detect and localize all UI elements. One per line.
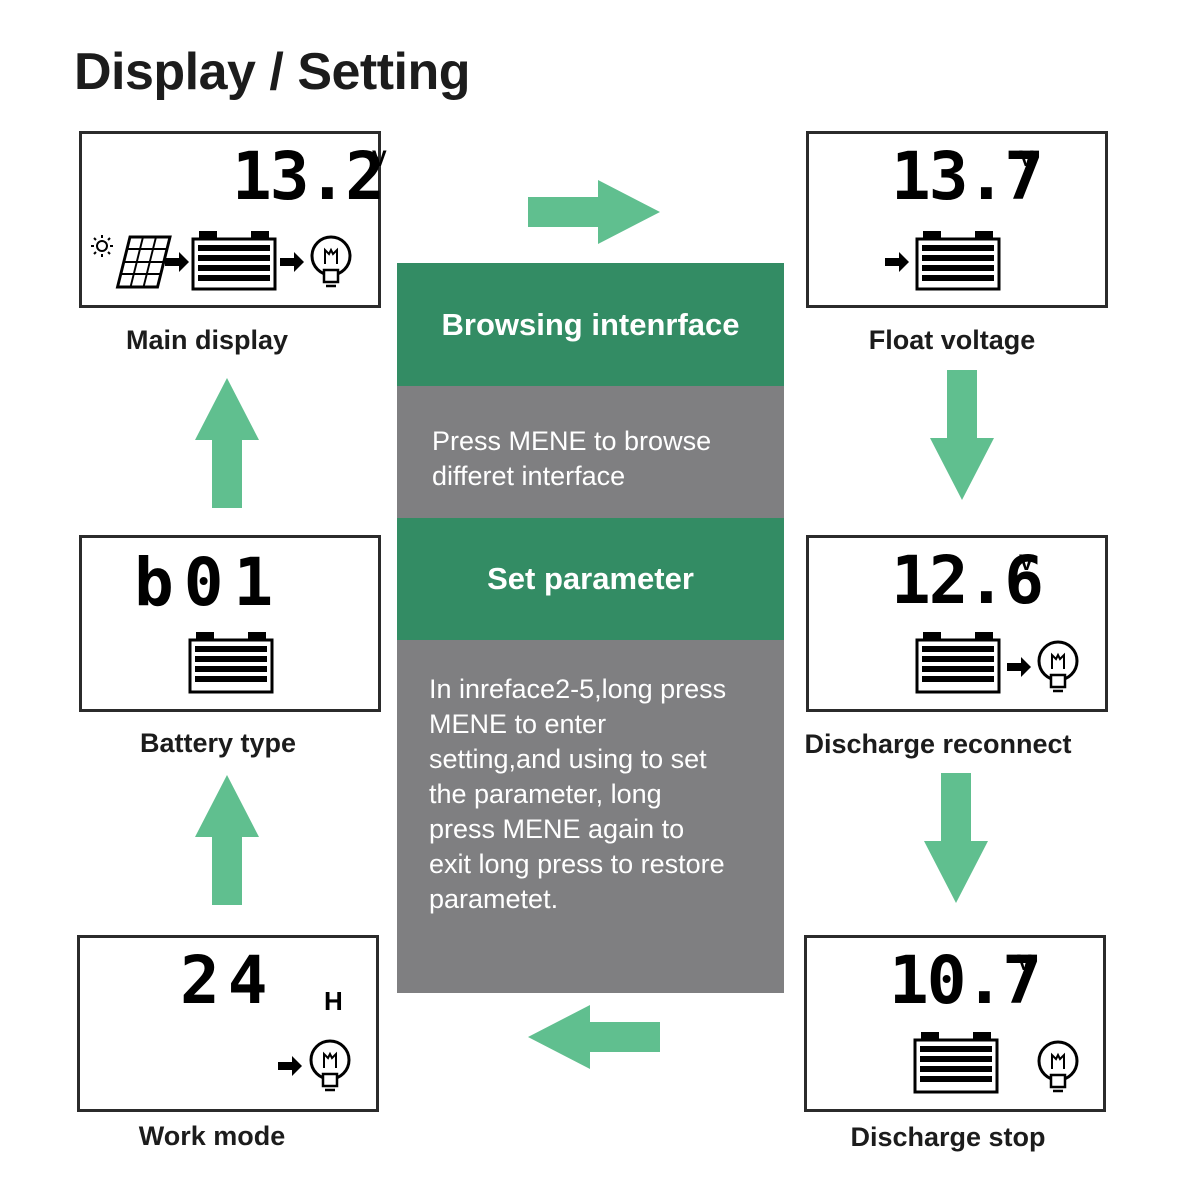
arrow-icon (1007, 657, 1031, 677)
arrow-icon (278, 1056, 302, 1076)
solar-panel-icon (115, 235, 172, 289)
lcd-unit-main: V (372, 146, 387, 171)
browsing-panel-body: Press MENE to browse differet interface (397, 386, 784, 518)
arrow-up-icon (195, 378, 259, 508)
lcd-value-work-mode: 24 (180, 942, 276, 1019)
bulb-icon (1037, 640, 1079, 693)
lcd-unit-float: V (1019, 146, 1034, 171)
lcd-value-reconnect: 12.6 (891, 542, 1044, 619)
lcd-discharge-stop: 10.7 V (804, 935, 1106, 1112)
bulb-icon (310, 235, 352, 288)
lcd-float-voltage: 13.7 V (806, 131, 1108, 308)
arrow-icon (165, 252, 189, 272)
lcd-work-mode: 24 H (77, 935, 379, 1112)
lcd-value-main: 13.2 (232, 138, 385, 215)
arrow-right-icon (528, 180, 660, 244)
caption-discharge-reconnect: Discharge reconnect (804, 729, 1072, 759)
lcd-value-stop: 10.7 (889, 942, 1042, 1019)
caption-main-display: Main display (125, 325, 289, 355)
arrow-up-icon (195, 775, 259, 905)
lcd-unit-work-mode: H (324, 986, 343, 1016)
bulb-icon (1037, 1040, 1079, 1093)
set-parameter-panel: Set parameter In inreface2-5,long press … (397, 518, 784, 993)
lcd-battery-type: b01 (79, 535, 381, 712)
battery-icon (913, 1032, 999, 1094)
arrow-icon (885, 252, 909, 272)
battery-icon (915, 632, 1001, 694)
browsing-panel: Browsing intenrface Press MENE to browse… (397, 263, 784, 518)
set-parameter-panel-body: In inreface2-5,long press MENE to enter … (397, 640, 784, 993)
arrow-down-icon (930, 370, 994, 500)
lcd-discharge-reconnect: 12.6 V (806, 535, 1108, 712)
caption-work-mode: Work mode (138, 1121, 286, 1151)
battery-icon (915, 231, 1001, 291)
arrow-icon (280, 252, 304, 272)
caption-discharge-stop: Discharge stop (850, 1122, 1046, 1152)
arrow-down-icon (924, 773, 988, 903)
lcd-value-battery-type: b01 (134, 544, 284, 621)
lcd-unit-reconnect: V (1019, 550, 1034, 575)
set-parameter-panel-heading: Set parameter (397, 518, 784, 640)
arrow-left-icon (528, 1005, 660, 1069)
sun-icon (91, 235, 113, 257)
battery-icon (188, 632, 274, 694)
caption-float-voltage: Float voltage (868, 325, 1036, 355)
page-title: Display / Setting (74, 43, 471, 101)
battery-icon (191, 231, 277, 291)
lcd-main-display: 13.2 V (79, 131, 387, 308)
lcd-unit-stop: V (1017, 950, 1032, 975)
lcd-value-float: 13.7 (891, 138, 1044, 215)
bulb-icon (309, 1039, 351, 1092)
browsing-panel-heading: Browsing intenrface (397, 263, 784, 386)
caption-battery-type: Battery type (139, 728, 297, 758)
